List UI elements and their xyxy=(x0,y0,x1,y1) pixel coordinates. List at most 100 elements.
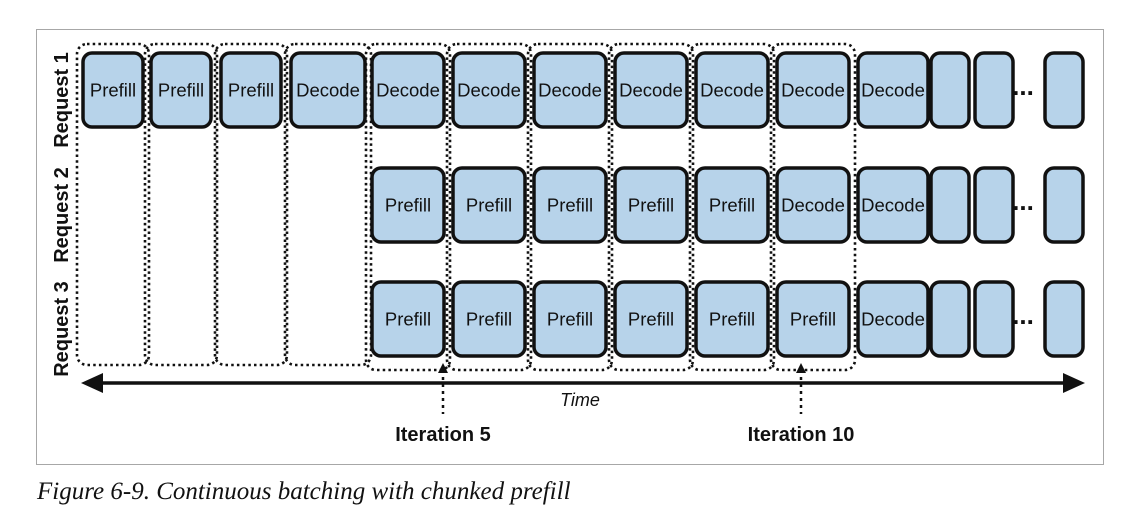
block-shape xyxy=(81,51,145,129)
block-shape xyxy=(694,51,770,129)
block-shape xyxy=(451,166,527,244)
block-decode: Decode xyxy=(775,51,851,129)
block-shape xyxy=(289,51,367,129)
block-label: Decode xyxy=(781,80,845,101)
block-empty xyxy=(1043,166,1085,244)
iteration-marker: Iteration 5 xyxy=(395,363,491,446)
block-label: Prefill xyxy=(547,195,593,216)
block-shape xyxy=(370,51,446,129)
iteration-group xyxy=(688,42,776,372)
iteration-group xyxy=(213,42,289,367)
block-label: Prefill xyxy=(385,195,431,216)
block-shape xyxy=(219,51,283,129)
block-label: Prefill xyxy=(547,309,593,330)
block-shape xyxy=(1043,166,1085,244)
block-shape xyxy=(532,51,608,129)
block-shape xyxy=(370,280,446,358)
block-empty xyxy=(929,51,971,129)
block-empty xyxy=(1043,51,1085,129)
block-prefill: Prefill xyxy=(694,280,770,358)
block-shape xyxy=(775,166,851,244)
block-shape xyxy=(929,280,971,358)
block-shape xyxy=(149,51,213,129)
block-label: Decode xyxy=(538,80,602,101)
row-label: Request 1 xyxy=(51,52,73,148)
block-shape xyxy=(973,280,1015,358)
block-shape xyxy=(856,51,930,129)
block-decode: Decode xyxy=(694,51,770,129)
block-label: Prefill xyxy=(158,80,204,101)
block-empty xyxy=(929,280,971,358)
block-shape xyxy=(451,280,527,358)
block-prefill: Prefill xyxy=(370,166,446,244)
block-label: Decode xyxy=(781,195,845,216)
iteration-group xyxy=(143,42,219,367)
block-label: Prefill xyxy=(90,80,136,101)
block-shape xyxy=(929,51,971,129)
row-label: Request 3 xyxy=(51,281,73,377)
block-label: Decode xyxy=(861,80,925,101)
marker-label: Iteration 10 xyxy=(748,424,855,446)
block-prefill: Prefill xyxy=(451,280,527,358)
block-empty xyxy=(1043,280,1085,358)
block-shape xyxy=(775,51,851,129)
block-label: Decode xyxy=(619,80,683,101)
marker-arrowhead xyxy=(796,363,806,373)
iteration-group xyxy=(445,42,533,372)
block-prefill: Prefill xyxy=(532,280,608,358)
block-label: Decode xyxy=(296,80,360,101)
block-prefill: Prefill xyxy=(81,51,145,129)
block-shape xyxy=(613,51,689,129)
block-label: Prefill xyxy=(628,195,674,216)
block-decode: Decode xyxy=(856,51,930,129)
block-prefill: Prefill xyxy=(370,280,446,358)
block-label: Prefill xyxy=(709,195,755,216)
iteration-group xyxy=(75,42,151,367)
iteration-group xyxy=(607,42,695,372)
block-shape xyxy=(694,166,770,244)
block-shape xyxy=(451,51,527,129)
block-decode: Decode xyxy=(370,51,446,129)
block-prefill: Prefill xyxy=(219,51,283,129)
block-label: Prefill xyxy=(385,309,431,330)
block-shape xyxy=(532,166,608,244)
block-shape xyxy=(694,280,770,358)
block-empty xyxy=(929,166,971,244)
block-decode: Decode xyxy=(856,166,930,244)
block-shape xyxy=(775,280,851,358)
block-prefill: Prefill xyxy=(613,280,689,358)
block-empty xyxy=(973,280,1015,358)
iteration-group xyxy=(526,42,614,372)
block-label: Decode xyxy=(376,80,440,101)
figure-caption: Figure 6-9. Continuous batching with chu… xyxy=(37,478,571,505)
block-shape xyxy=(973,51,1015,129)
block-prefill: Prefill xyxy=(451,166,527,244)
block-empty xyxy=(973,166,1015,244)
block-shape xyxy=(613,166,689,244)
block-shape xyxy=(856,166,930,244)
block-empty xyxy=(973,51,1015,129)
block-prefill: Prefill xyxy=(694,166,770,244)
block-label: Decode xyxy=(861,195,925,216)
block-label: Prefill xyxy=(466,195,512,216)
block-decode: Decode xyxy=(775,166,851,244)
block-shape xyxy=(532,280,608,358)
time-axis: Time xyxy=(81,373,1085,410)
marker-label: Iteration 5 xyxy=(395,424,491,446)
block-decode: Decode xyxy=(289,51,367,129)
block-prefill: Prefill xyxy=(149,51,213,129)
time-axis-label: Time xyxy=(560,390,600,410)
ellipsis: ... xyxy=(1012,300,1034,330)
block-shape xyxy=(1043,280,1085,358)
row-label: Request 2 xyxy=(51,167,73,263)
block-shape xyxy=(1043,51,1085,129)
block-shape xyxy=(370,166,446,244)
block-label: Decode xyxy=(700,80,764,101)
ellipsis: ... xyxy=(1012,186,1034,216)
block-label: Decode xyxy=(457,80,521,101)
ellipsis: ... xyxy=(1012,71,1034,101)
block-decode: Decode xyxy=(613,51,689,129)
block-prefill: Prefill xyxy=(532,166,608,244)
